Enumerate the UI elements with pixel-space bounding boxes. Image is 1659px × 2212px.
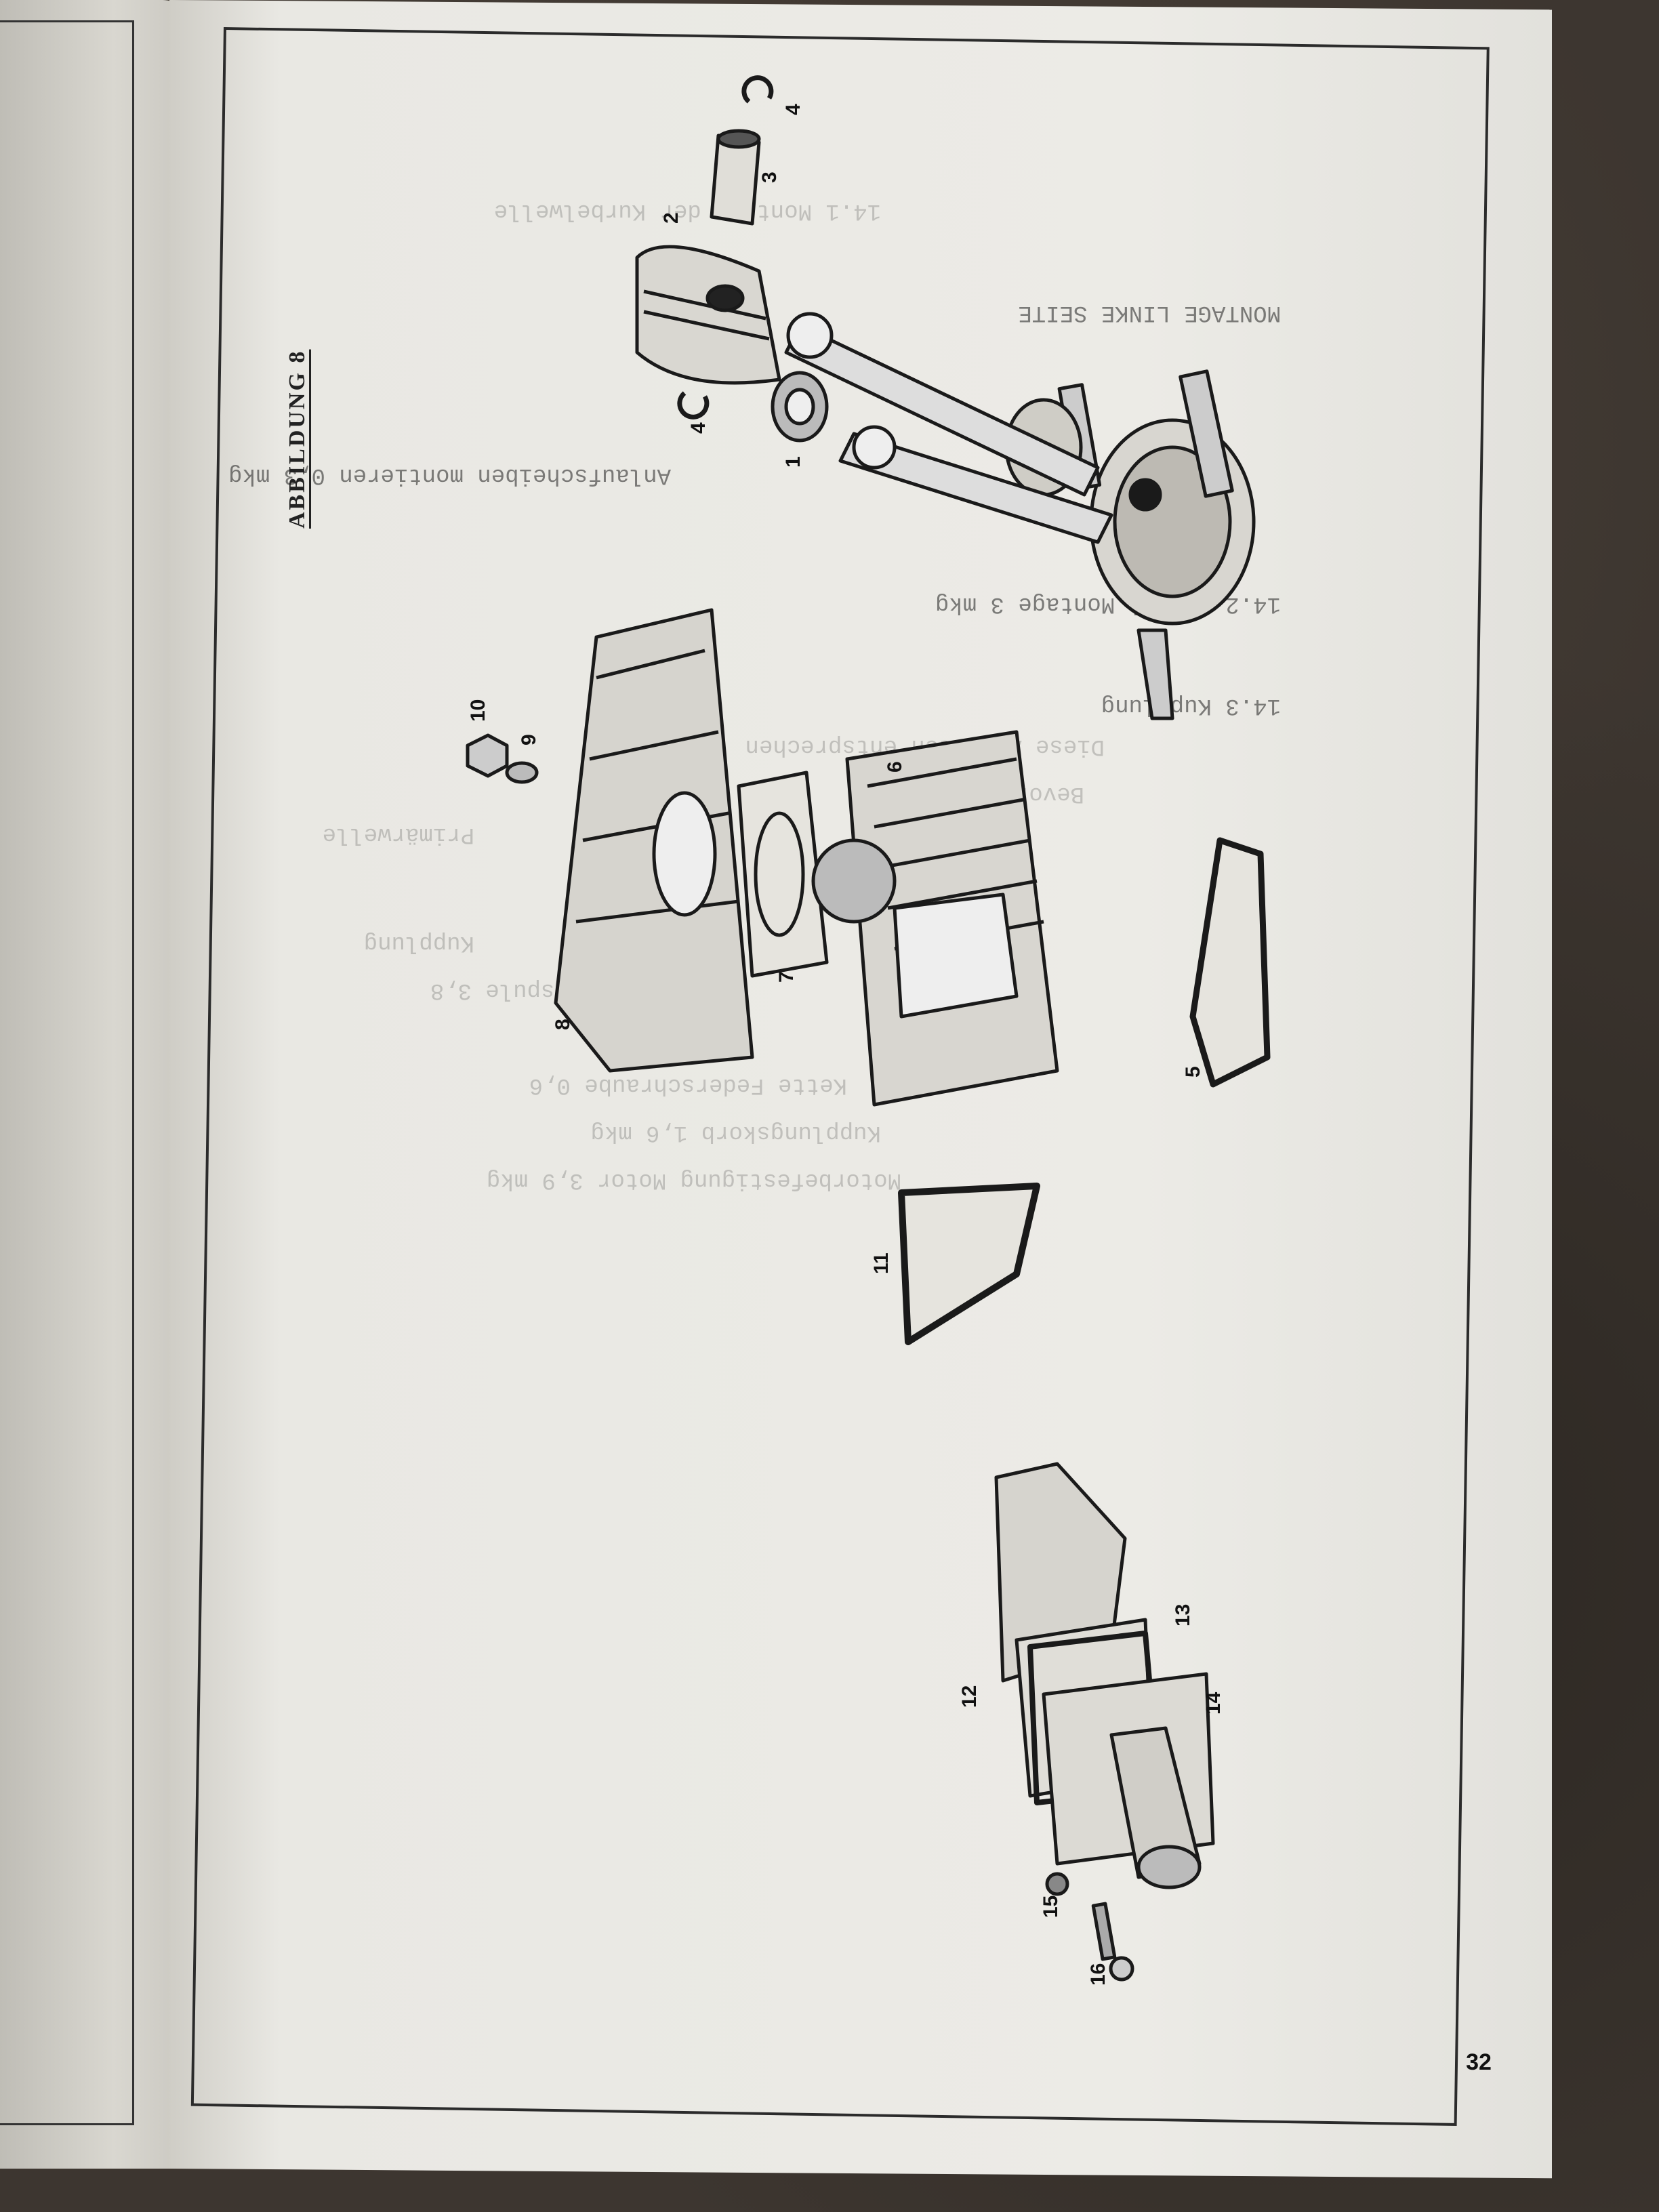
part-label: 4 <box>782 104 804 115</box>
part-label: 14 <box>1202 1692 1225 1715</box>
nut-drawing <box>466 733 509 778</box>
base-gasket-drawing <box>1189 837 1271 1088</box>
screw-drawing <box>1091 1902 1134 1982</box>
part-label: 1 <box>782 456 804 468</box>
intake-manifold-drawing <box>1042 1672 1215 1889</box>
cylinder-drawing <box>811 730 1059 1107</box>
piston-pin-drawing <box>710 129 761 226</box>
part-label: 10 <box>467 699 489 722</box>
part-label: 16 <box>1087 1963 1109 1986</box>
lock-washer-drawing <box>1045 1872 1069 1896</box>
part-label: 6 <box>884 761 906 773</box>
left-page-frame <box>0 20 134 2125</box>
needle-bearing-drawing <box>771 371 829 443</box>
left-page <box>0 0 190 2169</box>
part-label: 9 <box>518 734 540 745</box>
part-label: 8 <box>552 1019 574 1030</box>
part-label: 13 <box>1172 1604 1194 1626</box>
head-gasket-drawing <box>737 771 829 978</box>
part-label: 5 <box>1182 1066 1204 1078</box>
part-label: 2 <box>660 212 682 224</box>
part-label: 11 <box>870 1252 893 1274</box>
part-label: 3 <box>758 171 781 183</box>
part-label: 15 <box>1040 1896 1062 1918</box>
intake-gasket-drawing <box>898 1183 1040 1345</box>
part-label: 12 <box>958 1685 981 1708</box>
page-number: 32 <box>1466 2049 1492 2075</box>
circlip-drawing <box>741 75 774 104</box>
part-label: 4 <box>687 422 710 434</box>
circlip-drawing <box>677 391 710 419</box>
washer-drawing <box>505 761 539 784</box>
crankshaft-drawing <box>1004 369 1256 720</box>
part-label: 7 <box>775 971 798 983</box>
connecting-rod-drawing <box>784 312 1113 544</box>
cylinder-head-drawing <box>554 608 754 1073</box>
piston-drawing <box>635 245 781 385</box>
